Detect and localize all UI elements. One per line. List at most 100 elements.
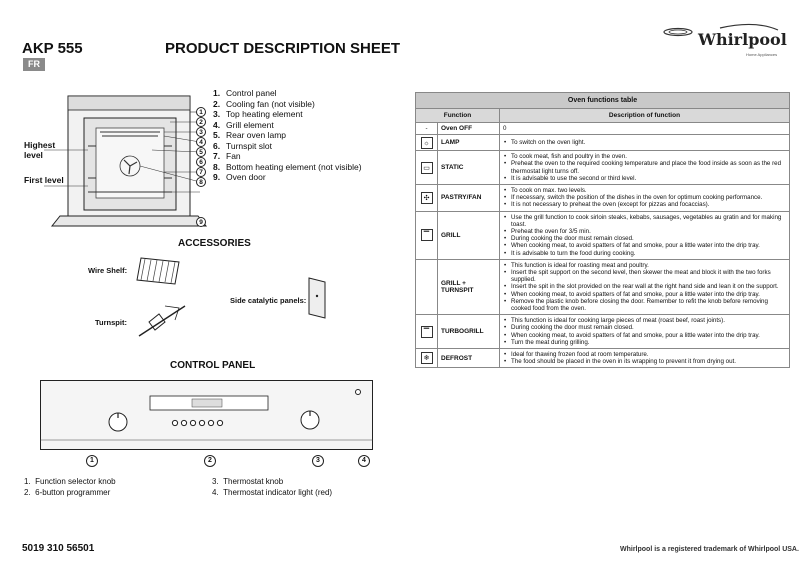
column-header-description: Description of function (499, 108, 790, 123)
control-panel-diagram (40, 380, 373, 450)
description-bullet: During cooking the door must remain clos… (503, 235, 786, 242)
turbogrill-icon: ▔ (415, 314, 438, 350)
function-name: STATIC (437, 150, 500, 186)
defrost-icon: ❄ (415, 348, 438, 369)
function-description: Ideal for thawing frozen food at room te… (499, 348, 790, 369)
defrost-icon: ❄ (420, 352, 433, 365)
static-icon: ▭ (415, 150, 438, 186)
function-name: PASTRY/FAN (437, 184, 500, 212)
list-item: 1.Control panel (213, 88, 277, 98)
fan-icon: ✣ (420, 191, 433, 204)
description-text: 0 (503, 125, 507, 132)
panel-callout-2: 2 (204, 455, 216, 467)
description-bullet: Preheat the oven for 3/5 min. (503, 228, 786, 235)
description-bullet: If necessary, switch the position of the… (503, 194, 786, 201)
turnspit-icon (138, 305, 186, 337)
description-bullet: When cooking meat, to avoid spatters of … (503, 242, 786, 249)
list-item: 8.Bottom heating element (not visible) (213, 161, 362, 172)
side-panels-label: Side catalytic panels: (230, 296, 307, 305)
description-bullet: To cook on max. two levels. (503, 187, 786, 194)
column-header-function: Function (415, 108, 500, 123)
static-icon: ▭ (420, 161, 433, 174)
lamp-icon: ☼ (420, 136, 433, 149)
grill-icon: ▔ (420, 229, 433, 242)
panel-callout-1: 1 (86, 455, 98, 467)
highest-level-label: Highest level (24, 140, 56, 160)
description-bullet: Use the grill function to cook sirloin s… (503, 214, 786, 228)
function-name: Oven OFF (437, 121, 500, 136)
description-bullet: This function is ideal for cooking large… (503, 317, 786, 324)
oven-callout-5: 5 (196, 147, 206, 157)
control-legend-left: 1. Function selector knob 2. 6-button pr… (24, 476, 116, 498)
description-bullet: When cooking meat, to avoid spatters of … (503, 332, 786, 339)
oven-callout-9: 9 (196, 217, 206, 227)
list-item: 5.Rear oven lamp (213, 130, 287, 140)
table-row: ❄ DEFROSTIdeal for thawing frozen food at… (415, 348, 790, 369)
turbogrill-icon: ▔ (420, 325, 433, 338)
wire-shelf-icon (136, 257, 180, 285)
turnspit-label: Turnspit: (95, 318, 127, 327)
panel-callout-4: 4 (358, 455, 370, 467)
function-description: Use the grill function to cook sirloin s… (499, 210, 790, 260)
description-bullet: To switch on the oven light. (503, 139, 786, 146)
function-description: To cook on max. two levels.If necessary,… (499, 184, 790, 212)
list-item: 2.Cooling fan (not visible) (213, 98, 315, 109)
description-bullet: During cooking the door must remain clos… (503, 324, 786, 331)
oven-callout-8: 8 (196, 177, 206, 187)
dash: - (415, 121, 438, 136)
description-bullet: Ideal for thawing frozen food at room te… (503, 351, 786, 358)
list-item: 6.Turnspit slot (213, 140, 272, 151)
list-item: 3.Top heating element (213, 109, 303, 119)
description-bullet: When cooking meat, to avoid spatters of … (503, 291, 786, 298)
grill-icon: ▔ (415, 210, 438, 260)
description-bullet: It is advisable to use the second or thi… (503, 175, 786, 182)
description-bullet: Insert the spit in the slot provided on … (503, 283, 786, 290)
control-legend-right: 3. Thermostat knob 4. Thermostat indicat… (212, 476, 332, 498)
description-bullet: Remove the plastic knob before closing t… (503, 298, 786, 312)
table-row: ☼ LAMPTo switch on the oven light. (415, 134, 790, 152)
whirlpool-logo-icon (663, 23, 779, 37)
function-name: LAMP (437, 134, 500, 152)
function-name: DEFROST (437, 348, 500, 369)
function-name: GRILL (437, 210, 500, 260)
function-description: To switch on the oven light. (499, 134, 790, 152)
description-bullet: It is advisable to turn the food during … (503, 250, 786, 257)
table-caption: Oven functions table (415, 92, 790, 109)
oven-callout-1: 1 (196, 107, 206, 117)
table-row: GRILL + TURNSPITThis function is ideal f… (415, 258, 790, 316)
fan-icon: ✣ (415, 184, 438, 212)
page-title: PRODUCT DESCRIPTION SHEET (165, 40, 401, 57)
list-item: 4. Thermostat indicator light (red) (212, 488, 333, 497)
document-code: 5019 310 56501 (22, 543, 95, 554)
oven-parts-list: 1.Control panel 2.Cooling fan (not visib… (213, 88, 362, 183)
function-description: This function is ideal for roasting meat… (499, 258, 790, 316)
brand-tagline: Home Appliances (746, 52, 778, 57)
empty-icon-cell (415, 258, 438, 316)
function-name: GRILL + TURNSPIT (437, 258, 500, 316)
oven-callout-7: 7 (196, 167, 206, 177)
description-bullet: To cook meat, fish and poultry in the ov… (503, 153, 786, 160)
description-bullet: This function is ideal for roasting meat… (503, 262, 786, 269)
wire-shelf-label: Wire Shelf: (88, 266, 128, 275)
list-item: 9.Oven door (213, 172, 266, 182)
table-row: ▭ STATICTo cook meat, fish and poultry in… (415, 150, 790, 186)
brand-name: Whirlpool (698, 30, 787, 49)
function-description: To cook meat, fish and poultry in the ov… (499, 150, 790, 186)
oven-callout-2: 2 (196, 117, 206, 127)
control-panel-title: CONTROL PANEL (170, 360, 256, 371)
table-row: ✣ PASTRY/FANTo cook on max. two levels.If… (415, 184, 790, 212)
description-bullet: Turn the meat during grilling. (503, 339, 786, 346)
oven-callout-3: 3 (196, 127, 206, 137)
description-bullet: Insert the spit support on the second le… (503, 269, 786, 283)
list-item: 2. 6-button programmer (24, 488, 111, 497)
list-item: 7.Fan (213, 151, 241, 161)
list-item: 1. Function selector knob (24, 477, 116, 486)
side-panel-icon (308, 277, 326, 319)
function-description: This function is ideal for cooking large… (499, 314, 790, 350)
lamp-icon: ☼ (415, 134, 438, 152)
oven-diagram (44, 95, 208, 227)
function-description: 0 (499, 121, 790, 136)
table-row: ▔TURBOGRILLThis function is ideal for co… (415, 314, 790, 350)
brand-logo: Whirlpool Home Appliances (660, 22, 790, 70)
